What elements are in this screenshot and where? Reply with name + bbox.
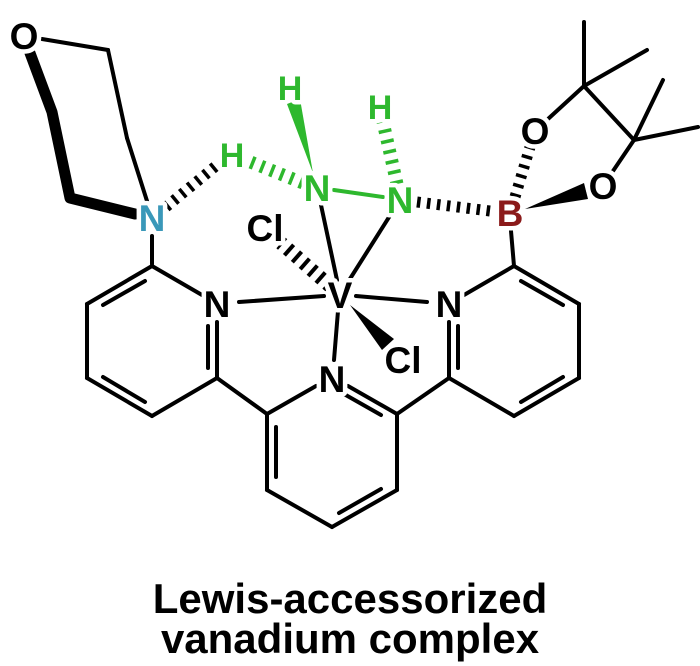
methyl-bond-3 bbox=[632, 78, 665, 142]
hydrazine-h-left-label: H bbox=[220, 137, 245, 175]
vanadium-label: V bbox=[328, 275, 353, 316]
ring-double-inner bbox=[101, 279, 147, 307]
boron-pyridine-bond bbox=[509, 229, 516, 268]
atom-labels: O N H H H N N Cl V Cl B O O N N N bbox=[5, 12, 622, 405]
amine-h-hydrogen-bond bbox=[162, 160, 221, 212]
cq1-cq2-bond bbox=[582, 84, 636, 142]
n2-h-hashed-bond bbox=[376, 120, 404, 186]
pinacol-o-right-label: O bbox=[589, 166, 618, 207]
v-hydrazine-n1-bond bbox=[319, 203, 339, 282]
n1-h-left-hashed-bond bbox=[245, 154, 306, 190]
ring-bond bbox=[512, 264, 581, 306]
chloride-bottom-label: Cl bbox=[385, 340, 422, 381]
v-n-right-bond bbox=[354, 294, 429, 304]
right-central-link-bond bbox=[395, 376, 451, 416]
chloride-top-label: Cl bbox=[247, 208, 284, 249]
morpholine-bond-o-c bbox=[40, 37, 110, 52]
pinacol-o-top-label: O bbox=[521, 111, 550, 152]
v-n-left-bond bbox=[237, 294, 326, 304]
hydrazine-h-right-label: H bbox=[368, 89, 393, 127]
boron-o-top-hashed-bond bbox=[509, 145, 536, 199]
v-cl-bottom-wedge-bond bbox=[350, 305, 394, 350]
hydrazine-n2-label: N bbox=[387, 180, 414, 221]
hydrazine-n1-label: N bbox=[304, 168, 331, 209]
v-cl-top-hashed-bond bbox=[276, 237, 335, 292]
central-pyridine-ring bbox=[265, 384, 399, 529]
pyridine-n-right-label: N bbox=[436, 284, 463, 325]
morpholine-ring bbox=[24, 37, 149, 220]
ring-bond bbox=[330, 488, 399, 529]
methyl-bond-2 bbox=[582, 48, 649, 88]
pyridine-n-left-label: N bbox=[204, 284, 231, 325]
boron-o-right-wedge-bond bbox=[525, 183, 588, 209]
o-cq1-bond bbox=[546, 84, 586, 121]
ring-bond bbox=[265, 384, 318, 416]
ring-double-inner bbox=[519, 375, 565, 404]
ring-bond bbox=[512, 376, 581, 418]
n2-boron-dative-bond bbox=[416, 196, 491, 217]
hydrazine-bridge bbox=[162, 99, 491, 217]
ring-bond bbox=[265, 488, 334, 529]
right-pyridine-ring bbox=[447, 264, 581, 418]
ring-double-inner bbox=[519, 279, 565, 307]
terpyridine-links bbox=[215, 376, 451, 416]
ring-bond bbox=[346, 384, 399, 416]
cq2-o-bond bbox=[609, 138, 636, 176]
methyl-bond-4 bbox=[632, 125, 700, 142]
pinacol-boronate bbox=[509, 20, 700, 268]
caption-line-1: Lewis-accessorized bbox=[153, 575, 548, 622]
ring-double-inner bbox=[101, 375, 147, 404]
figure-caption: Lewis-accessorized vanadium complex bbox=[153, 575, 548, 662]
hydrazine-h-top-label: H bbox=[278, 70, 303, 108]
ring-bond bbox=[85, 264, 154, 306]
morpholine-bond-c-c bbox=[106, 48, 129, 140]
caption-line-2: vanadium complex bbox=[161, 615, 540, 662]
left-central-link-bond bbox=[215, 376, 269, 416]
ring-bond bbox=[150, 376, 219, 418]
morpholine-bond-c-n bbox=[125, 136, 149, 203]
pyridine-n-center-label: N bbox=[319, 359, 346, 400]
morpholine-o-label: O bbox=[10, 16, 39, 57]
n1-h-wedge-bond bbox=[287, 99, 313, 173]
ring-double-inner bbox=[337, 487, 383, 515]
n-n-bond bbox=[332, 188, 385, 199]
left-pyridine-ring bbox=[85, 234, 219, 418]
v-hydrazine-n2-bond bbox=[346, 212, 393, 284]
morpholine-bold-bonds bbox=[24, 47, 141, 220]
ring-bond bbox=[447, 376, 516, 418]
ring-bond bbox=[462, 264, 516, 297]
v-n-center-bond bbox=[332, 309, 340, 362]
ring-double-inner bbox=[342, 392, 383, 417]
ring-bond bbox=[150, 264, 204, 297]
morpholine-n-label: N bbox=[139, 198, 166, 239]
ring-bond bbox=[85, 376, 154, 418]
vanadium-coordination bbox=[237, 203, 429, 362]
boron-label: B bbox=[497, 193, 524, 234]
